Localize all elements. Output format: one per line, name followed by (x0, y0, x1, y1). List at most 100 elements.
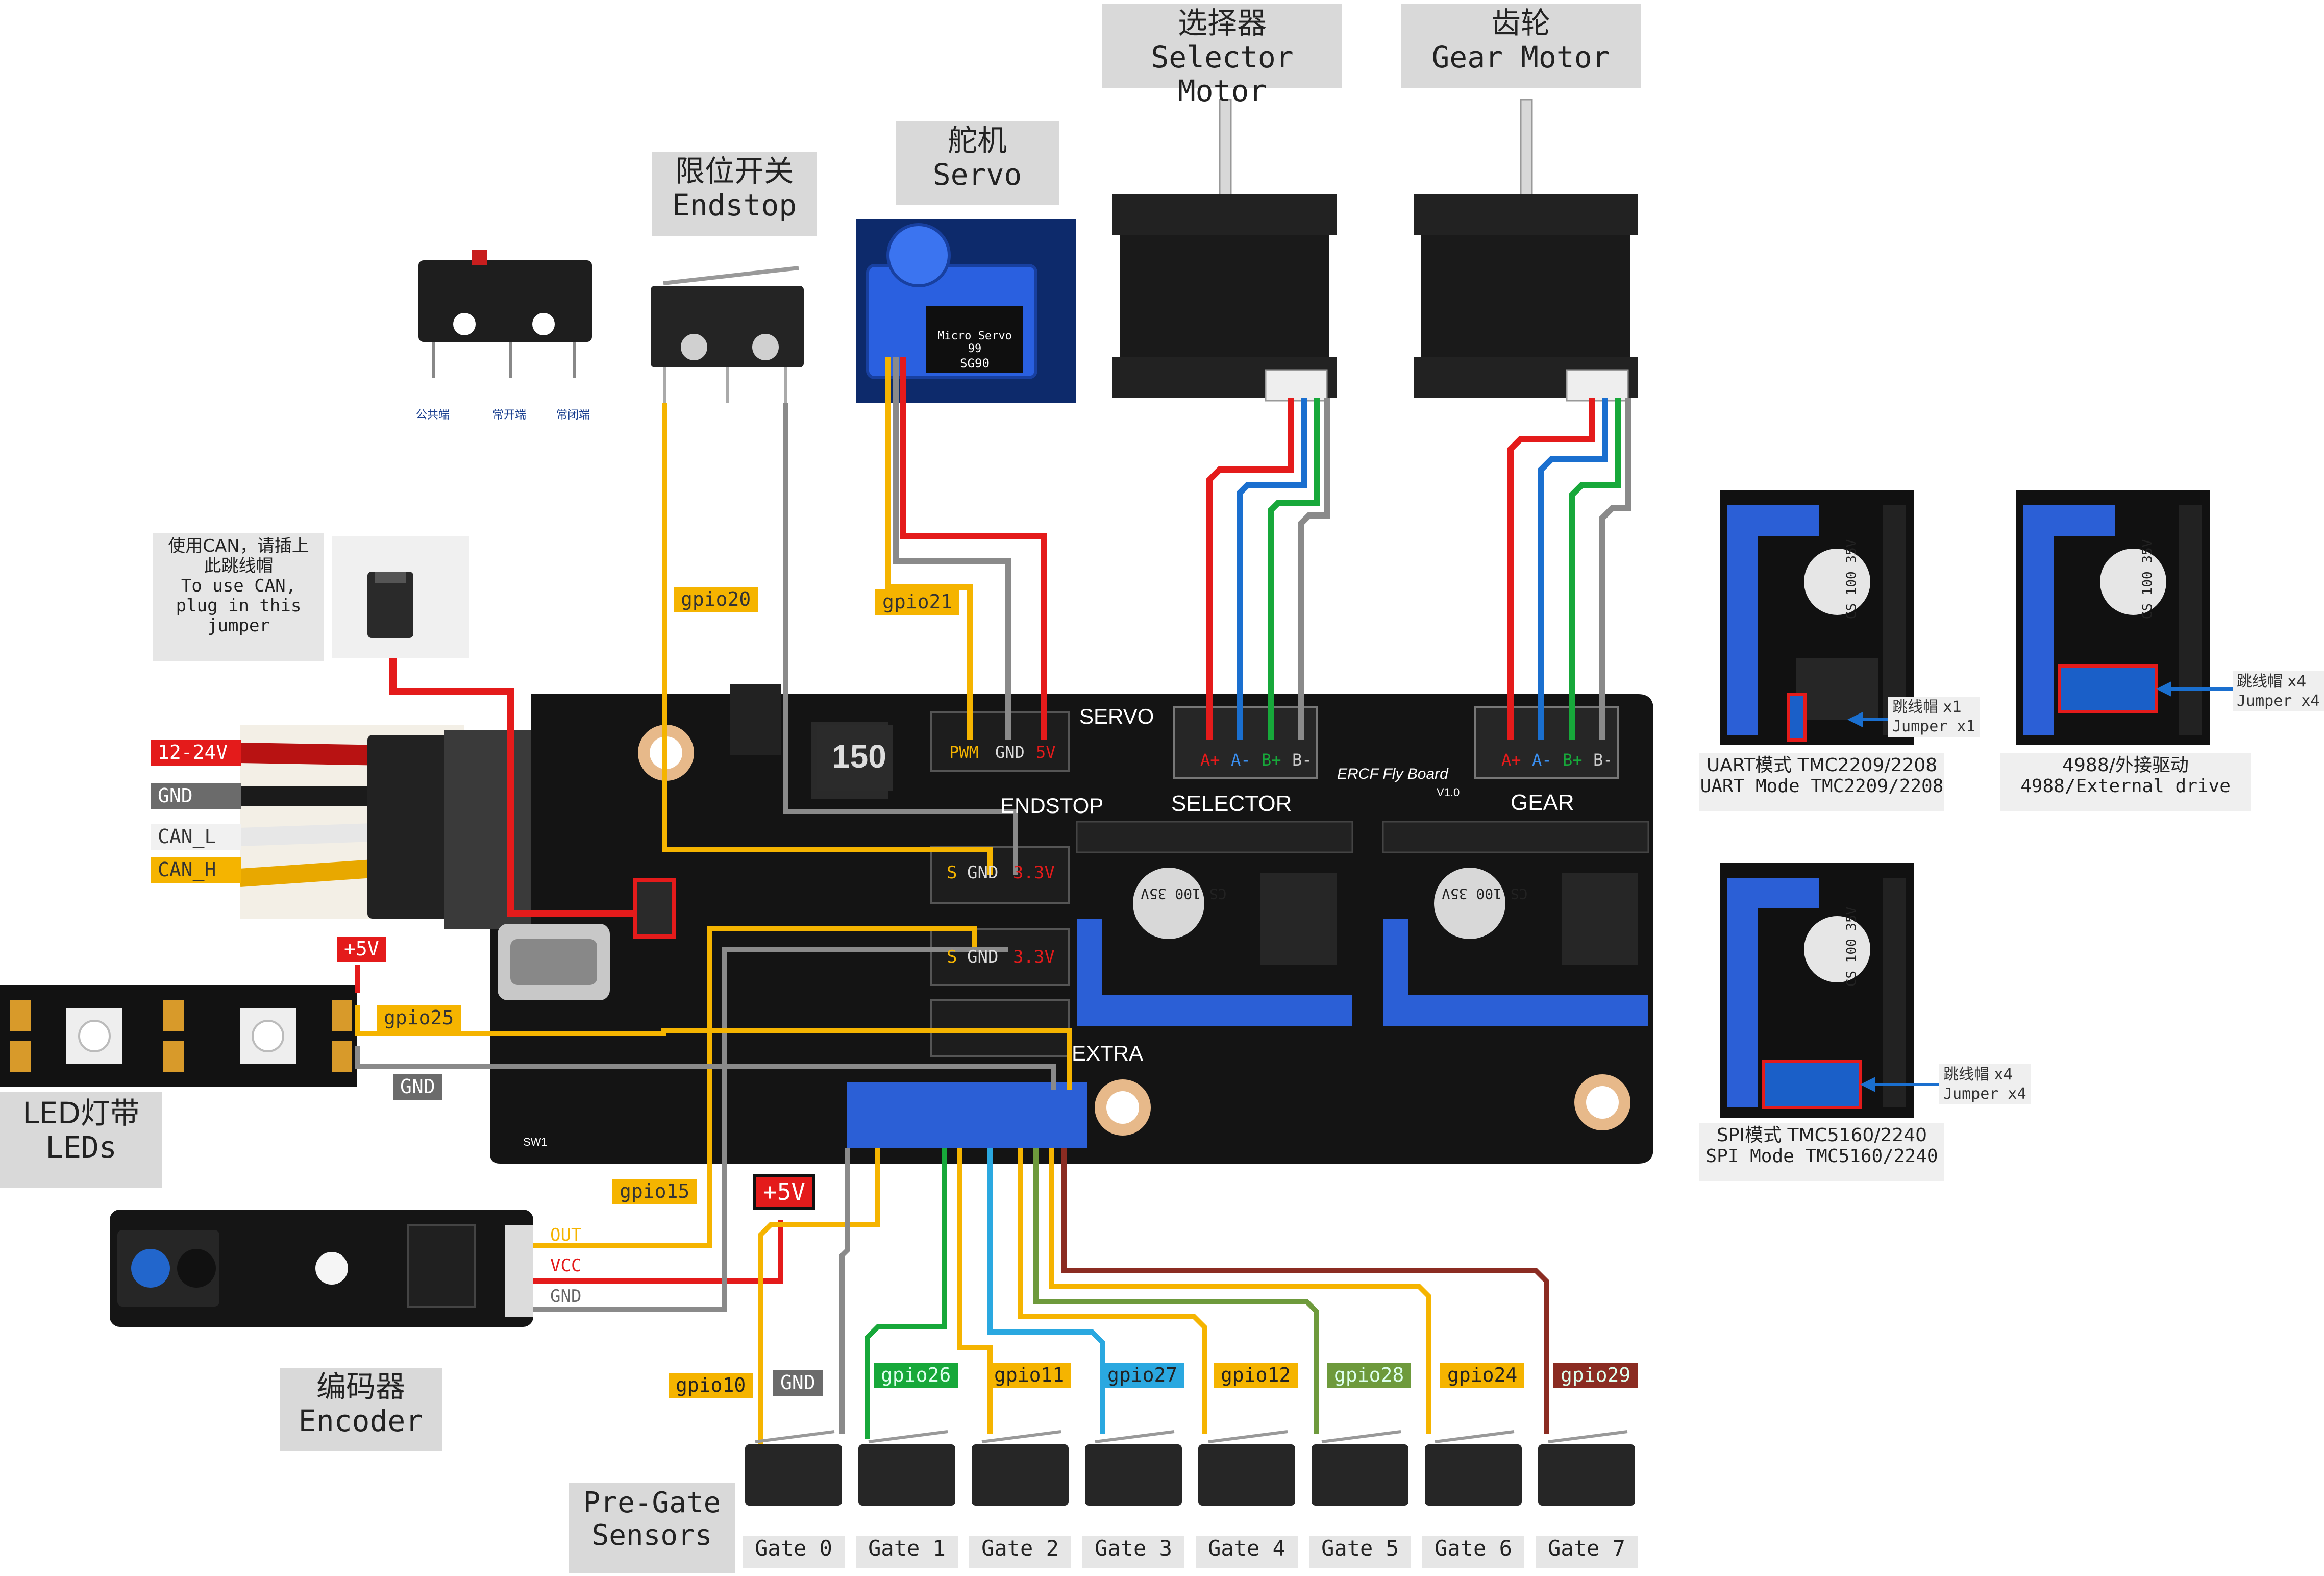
gate-label-3: Gate 3 (1082, 1536, 1184, 1568)
gear-title-cn: 齿轮 (1491, 6, 1550, 40)
led-title-cn: LED灯带 (22, 1096, 140, 1130)
gear-motor (1414, 98, 1638, 402)
board-name-label: ERCF Fly Board (1337, 766, 1448, 782)
driver-ext-en: 4988/External drive (2020, 776, 2231, 797)
gate6-wire (1049, 1148, 1431, 1434)
driver-ext-caption: 4988/外接驱动 4988/External drive (2000, 753, 2251, 811)
gate-label-2: Gate 2 (969, 1536, 1071, 1568)
switch-term-nc: 常闭端 (556, 409, 590, 422)
gate-gpio-tag-5: gpio28 (1327, 1363, 1412, 1388)
gate-gpio-tag-0: gpio10 (669, 1373, 753, 1398)
selector-title: 选择器 Selector Motor (1102, 4, 1342, 108)
gate-gnd-tag: GND (773, 1370, 823, 1396)
endstop-wire-signal (662, 403, 993, 875)
power-can-h-label: CAN_H (151, 857, 241, 883)
led-gpio-tag: gpio25 (377, 1005, 461, 1031)
led-title-en: LEDs (45, 1129, 117, 1165)
gate-gpio-tag-1: gpio26 (874, 1363, 958, 1388)
cap-selector-line3: 35V (1141, 885, 1167, 902)
servo-title-cn: 舵机 (947, 123, 1007, 158)
servo-pin-gnd: GND (995, 743, 1025, 762)
driver-spi-en: SPI Mode TMC5160/2240 (1705, 1146, 1938, 1167)
driver-spi (1720, 863, 1914, 1118)
sensor-pin-gnd: GND (967, 947, 999, 967)
cap-ext-line1: CS (2140, 603, 2156, 620)
uart-jumper-label: 跳线帽 x1 Jumper x1 (1888, 697, 1980, 737)
board-gear-label: GEAR (1511, 790, 1574, 815)
gate-switch-lever-1 (868, 1430, 948, 1443)
servo-wire-5v (900, 357, 1047, 740)
endstop-title: 限位开关 Endstop (652, 152, 817, 236)
selector-title-cn: 选择器 (1177, 6, 1267, 40)
servo-pin-pwm: PWM (949, 743, 979, 762)
encoder-title-en: Encoder (298, 1403, 424, 1438)
gate-switch-4 (1198, 1444, 1295, 1506)
servo-part-line2: 99 (968, 342, 982, 355)
gear-title: 齿轮 Gear Motor (1401, 4, 1641, 88)
servo-pin-5v: 5V (1036, 743, 1056, 762)
cap-spi-line3: 35V (1844, 906, 1860, 931)
encoder-module (110, 1210, 533, 1327)
cap-uart-line1: CS (1844, 603, 1860, 620)
endstop-title-en: Endstop (672, 187, 797, 223)
encoder-pin-vcc: VCC (550, 1255, 582, 1276)
gate-gnd-wire (839, 1148, 850, 1434)
cap-uart-line3: 35V (1844, 539, 1860, 563)
gear-pin-b-minus: B- (1593, 750, 1613, 770)
gate0-wire (758, 1148, 880, 1449)
driver-uart-caption: UART模式 TMC2209/2208 UART Mode TMC2209/22… (1699, 753, 1944, 811)
selector-wire-b-plus (1268, 398, 1320, 740)
gate-gpio-tag-6: gpio24 (1440, 1363, 1525, 1388)
board-selector-label: SELECTOR (1171, 791, 1292, 816)
board-extra-label: EXTRA (1072, 1041, 1144, 1065)
led-wire-gnd (355, 1046, 1056, 1090)
gate-switch-6 (1425, 1444, 1522, 1506)
ext-jumper-en: Jumper x4 (2237, 692, 2320, 710)
gate-switch-3 (1085, 1444, 1182, 1506)
endstop-switch (651, 266, 804, 403)
encoder-pin-gnd: GND (550, 1286, 582, 1307)
pregate-title-line1: Pre-Gate (583, 1486, 721, 1519)
driver-uart-cn: UART模式 TMC2209/2208 (1706, 755, 1938, 776)
selector-wire-a-plus (1206, 398, 1294, 740)
gate-gpio-tag-2: gpio11 (987, 1363, 1072, 1388)
gate-switch-lever-3 (1095, 1430, 1175, 1443)
driver-uart (1720, 490, 1914, 745)
selector-pin-b-minus: B- (1292, 750, 1312, 770)
board-servo-label: SERVO (1079, 704, 1154, 728)
gate-gpio-tag-3: gpio27 (1100, 1363, 1185, 1388)
gate-switch-5 (1312, 1444, 1408, 1506)
gate2-wire (957, 1148, 993, 1434)
pregate-title-line2: Sensors (591, 1519, 712, 1553)
gear-wire-b-plus (1569, 398, 1621, 740)
gear-title-en: Gear Motor (1431, 39, 1610, 75)
spi-jumper-en: Jumper x4 (1943, 1085, 2026, 1103)
can-note-line5: jumper (207, 615, 270, 636)
gate-switch-lever-6 (1435, 1430, 1515, 1443)
servo-part-line1: Micro Servo (937, 330, 1012, 342)
gate-label-4: Gate 4 (1196, 1536, 1298, 1568)
selector-wire-a-minus (1237, 398, 1307, 740)
cap-selector-line2: 100 (1175, 885, 1201, 902)
selector-pin-b-plus: B+ (1262, 750, 1281, 770)
microswitch-reference (418, 250, 592, 378)
uart-jumper-cn: 跳线帽 x1 (1892, 698, 1962, 716)
selector-motor (1112, 98, 1337, 402)
led-wire-signal (355, 1005, 1072, 1090)
board-endstop-label: ENDSTOP (1000, 794, 1104, 818)
cap-ext-line2: 100 (2140, 571, 2156, 596)
gate-switch-0 (745, 1444, 842, 1506)
gear-wire-a-minus (1538, 398, 1608, 740)
servo-title-en: Servo (932, 157, 1022, 192)
cap-gear-line1: CS (1510, 885, 1528, 902)
sensor-pin-3v3: 3.3V (1013, 947, 1055, 967)
servo-wire-pwm (885, 357, 973, 740)
driver-spi-caption: SPI模式 TMC5160/2240 SPI Mode TMC5160/2240 (1699, 1123, 1944, 1181)
cap-gear-line3: 35V (1442, 885, 1468, 902)
endstop-pin-3v3: 3.3V (1013, 863, 1055, 883)
sensor-pin-s: S (947, 947, 957, 967)
cap-ext-line3: 35V (2140, 539, 2156, 563)
can-note-line2: 此跳线帽 (204, 556, 274, 577)
gate5-wire (1033, 1148, 1319, 1434)
switch-term-common: 公共端 (416, 409, 450, 422)
